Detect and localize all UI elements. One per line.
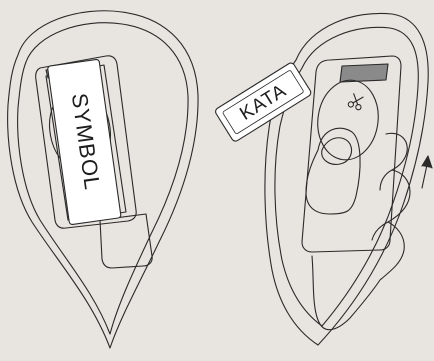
left-cartridge-tongue <box>100 214 152 268</box>
right-device: KATA <box>214 13 432 345</box>
right-hand-knuckle-1 <box>372 222 388 240</box>
scissors-icon <box>348 93 365 110</box>
right-thumb <box>306 128 360 214</box>
left-device: SYMBOL <box>8 11 198 348</box>
right-hand-knuckle-2 <box>380 170 392 190</box>
right-label-card: KATA <box>214 62 312 143</box>
right-thumbnail <box>322 138 352 165</box>
left-label-card: SYMBOL <box>47 59 121 225</box>
right-cutter-button <box>313 76 384 164</box>
arrow-up-icon <box>422 156 432 188</box>
right-cutter-slot <box>340 64 388 82</box>
